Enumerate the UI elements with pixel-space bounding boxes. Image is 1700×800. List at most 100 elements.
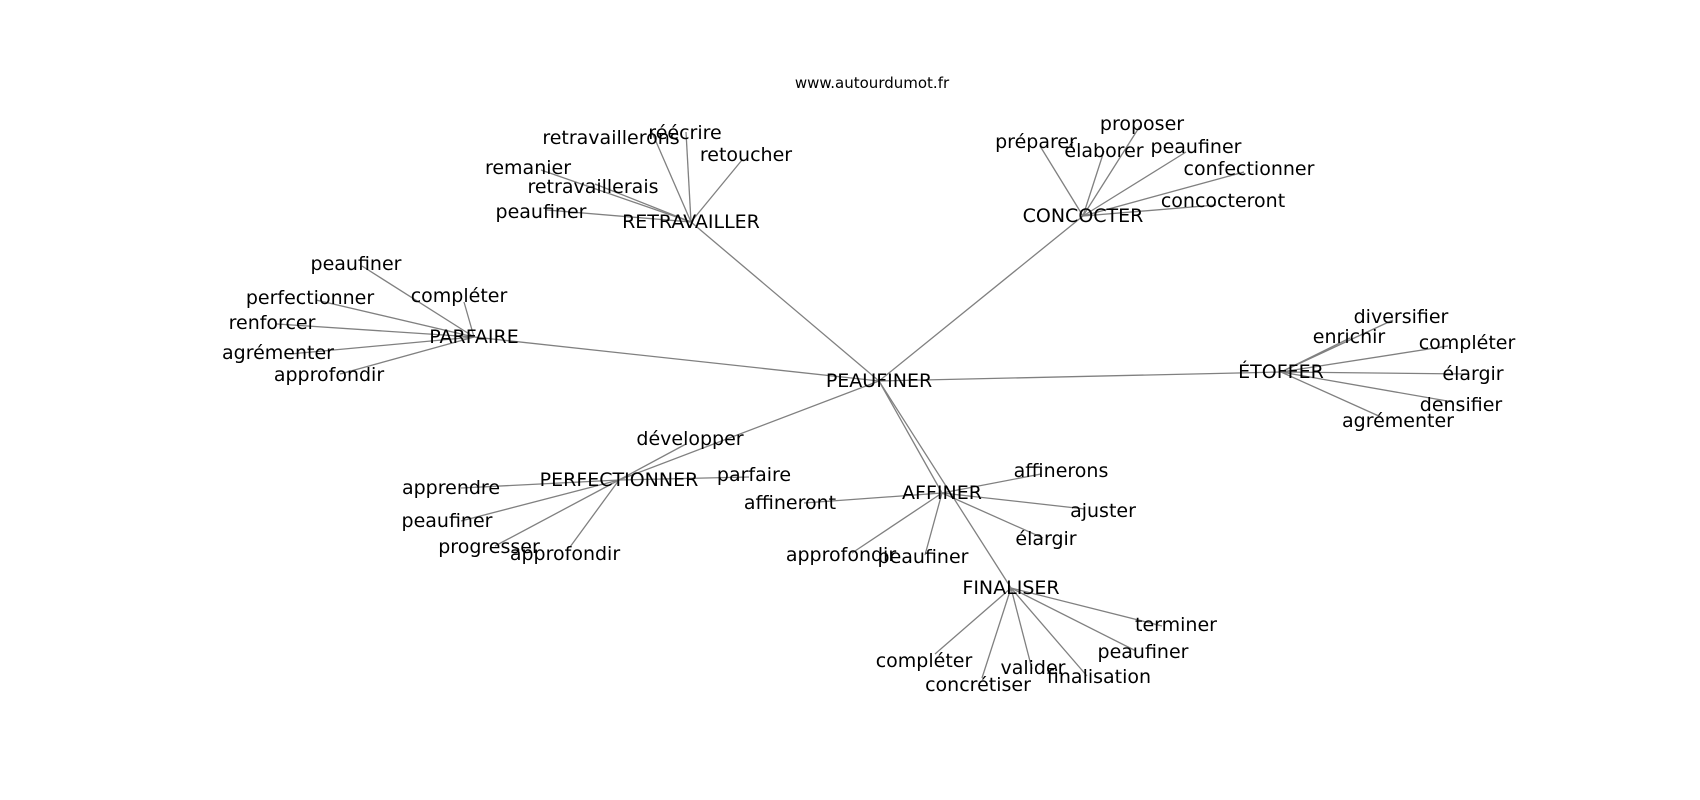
edge-hub-to-leaf	[1039, 145, 1084, 217]
leaf-node-label: retravaillerais	[527, 176, 658, 198]
leaf-node-label: approfondir	[786, 544, 896, 566]
leaf-node-label: valider	[1000, 657, 1065, 679]
leaf-node-label: réécrire	[648, 122, 721, 144]
hub-node-label: PARFAIRE	[429, 326, 518, 348]
leaf-node-label: diversifier	[1354, 306, 1449, 328]
edge-hub-to-leaf	[650, 129, 692, 223]
edge-hub-to-leaf	[618, 443, 687, 481]
edge-hub-to-leaf	[618, 476, 750, 481]
edge-hub-to-leaf	[934, 587, 1012, 655]
edge-hub-to-leaf	[1082, 150, 1105, 217]
leaf-node-label: approfondir	[274, 364, 384, 386]
edge-hub-to-leaf	[276, 323, 475, 338]
edge-hub-to-leaf	[1280, 371, 1468, 375]
leaf-node-label: ajuster	[1070, 500, 1136, 522]
hub-node-label: FINALISER	[962, 577, 1059, 599]
leaf-node-label: densifier	[1420, 394, 1503, 416]
leaf-node-label: élargir	[1015, 528, 1076, 550]
leaf-node-label: peaufiner	[402, 510, 493, 532]
leaf-node-label: compléter	[411, 285, 508, 307]
edge-hub-to-leaf	[1280, 345, 1449, 373]
leaf-node-label: peaufiner	[1098, 641, 1189, 663]
edge-hub-to-leaf	[460, 479, 620, 489]
leaf-node-label: élaborer	[1064, 140, 1143, 162]
edge-hub-to-leaf	[1082, 204, 1217, 217]
leaf-node-label: peaufiner	[1151, 136, 1242, 158]
edge-hub-to-leaf	[690, 159, 743, 223]
leaf-node-label: terminer	[1135, 614, 1217, 636]
edge-hub-to-leaf	[1082, 151, 1187, 217]
edge-hub-to-leaf	[540, 169, 692, 223]
edge-hub-to-leaf	[1280, 371, 1382, 418]
leaf-node-label: compléter	[1419, 332, 1516, 354]
leaf-node-label: renforcer	[229, 312, 316, 334]
edge-hub-to-leaf	[941, 492, 1044, 539]
leaf-node-label: perfectionner	[246, 287, 375, 309]
leaf-node-label: peaufiner	[878, 546, 969, 568]
edge-hub-to-leaf	[981, 587, 1012, 679]
edge-hub-to-leaf	[1010, 587, 1163, 627]
leaf-node-label: apprendre	[402, 477, 500, 499]
leaf-node-label: confectionner	[1184, 158, 1315, 180]
leaf-node-label: développer	[636, 428, 743, 450]
leaf-node-label: parfaire	[717, 464, 791, 486]
edge-hub-to-leaf	[289, 336, 475, 355]
graph-labels: www.autourdumot.fr retravailleronsréécri…	[222, 74, 1515, 696]
edge-hub-to-leaf	[941, 492, 1086, 510]
edge-hub-to-leaf	[941, 473, 1042, 494]
edge-center-to-hub	[473, 336, 880, 382]
edge-hub-to-leaf	[1082, 171, 1245, 217]
leaf-node-label: enrichir	[1313, 326, 1386, 348]
edge-hub-to-leaf	[1010, 587, 1033, 670]
center-node-label: PEAUFINER	[826, 370, 932, 392]
edge-center-to-hub	[878, 215, 1084, 382]
leaf-node-label: retoucher	[700, 144, 792, 166]
leaf-node-label: proposer	[1100, 113, 1184, 135]
leaf-node-label: affinerons	[1014, 460, 1109, 482]
edge-hub-to-leaf	[460, 479, 620, 522]
source-url: www.autourdumot.fr	[795, 74, 950, 92]
edge-hub-to-leaf	[569, 479, 620, 548]
edge-center-to-hub	[618, 380, 880, 481]
leaf-node-label: peaufiner	[311, 253, 402, 275]
hub-node-label: AFFINER	[902, 482, 982, 504]
leaf-node-label: finalisation	[1047, 666, 1151, 688]
hub-node-label: ÉTOFFER	[1238, 360, 1324, 383]
hub-node-label: CONCOCTER	[1023, 205, 1144, 227]
edge-hub-to-leaf	[1082, 125, 1141, 217]
edge-hub-to-leaf	[803, 492, 943, 504]
edge-center-to-hub	[878, 380, 1012, 589]
leaf-node-label: agrémenter	[222, 342, 334, 364]
hub-node-label: RETRAVAILLER	[622, 211, 760, 233]
leaf-node-label: agrémenter	[1342, 410, 1454, 432]
edge-center-to-hub	[878, 380, 943, 494]
leaf-node-label: retravaillerons	[542, 127, 679, 149]
leaf-node-label: concrétiser	[925, 674, 1031, 696]
leaf-node-label: élargir	[1442, 363, 1503, 385]
edge-hub-to-leaf	[1010, 587, 1137, 652]
leaf-node-label: peaufiner	[496, 201, 587, 223]
edge-hub-to-leaf	[594, 183, 692, 223]
hub-node-label: PERFECTIONNER	[540, 469, 699, 491]
leaf-node-label: compléter	[876, 650, 973, 672]
edge-hub-to-leaf	[339, 336, 475, 375]
edge-hub-to-leaf	[1010, 587, 1088, 677]
edge-hub-to-leaf	[315, 299, 475, 338]
edge-hub-to-leaf	[361, 265, 475, 338]
edge-hub-to-leaf	[1280, 337, 1351, 373]
edge-center-to-hub	[878, 371, 1282, 382]
edge-center-to-hub	[690, 221, 880, 382]
leaf-node-label: concocteront	[1161, 190, 1285, 212]
leaf-node-label: approfondir	[510, 543, 620, 565]
edge-hub-to-leaf	[1280, 371, 1454, 403]
leaf-node-label: progresser	[438, 536, 540, 558]
leaf-node-label: affineront	[744, 492, 836, 514]
edge-hub-to-leaf	[685, 131, 692, 223]
graph-edges	[276, 125, 1468, 679]
edge-hub-to-leaf	[851, 492, 943, 554]
edge-hub-to-leaf	[463, 301, 475, 338]
edge-hub-to-leaf	[924, 492, 943, 556]
leaf-node-label: préparer	[995, 131, 1077, 153]
edge-hub-to-leaf	[494, 479, 620, 547]
